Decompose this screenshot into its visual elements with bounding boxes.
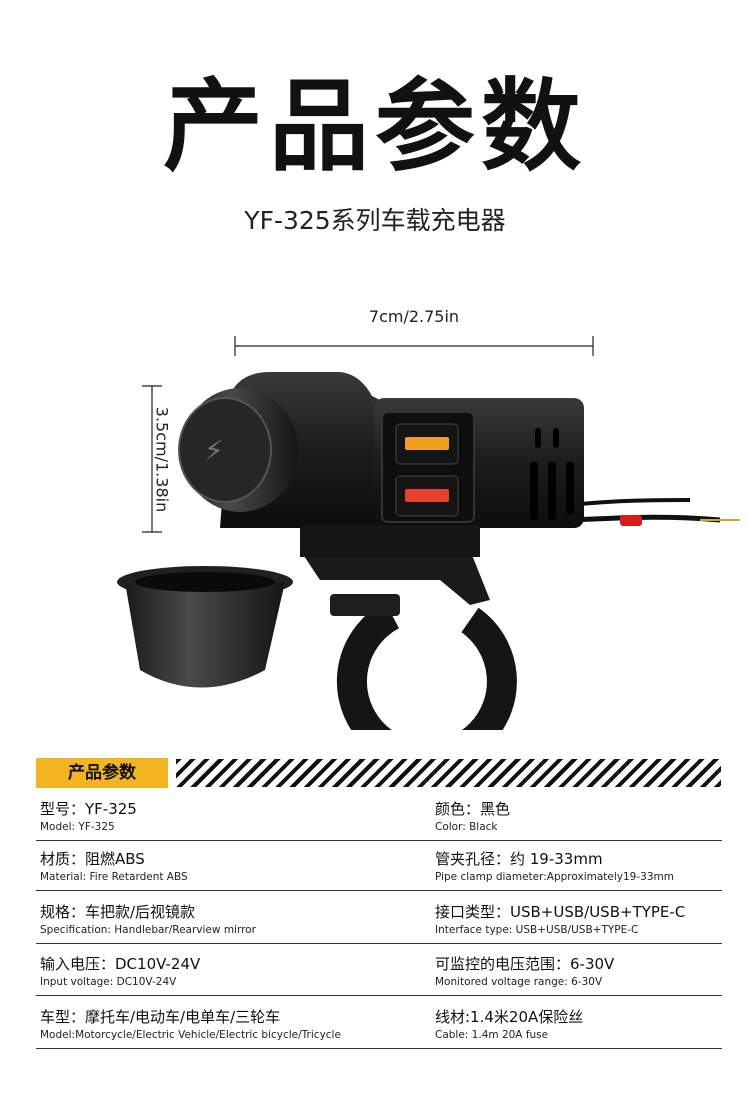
width-dimension-line xyxy=(234,336,594,356)
spec-cell: 颜色：黑色 Color: Black xyxy=(435,796,750,840)
spec-label-cn: 接口类型：USB+USB/USB+TYPE-C xyxy=(435,903,686,921)
spec-label-en: Material: Fire Retardent ABS xyxy=(40,871,188,883)
spec-label-cn: 材质：阻燃ABS xyxy=(40,850,145,868)
spec-section-title: 产品参数 xyxy=(36,758,168,788)
spec-label-cn: 型号：YF-325 xyxy=(40,800,137,818)
spec-label-cn: 输入电压：DC10V-24V xyxy=(40,955,201,973)
handlebar-clamp xyxy=(300,550,517,730)
spec-label-cn: 车型：摩托车/电动车/电单车/三轮车 xyxy=(40,1008,281,1026)
spec-cell: 接口类型：USB+USB/USB+TYPE-C Interface type: … xyxy=(435,899,750,943)
socket-cap: ⚡ xyxy=(178,388,298,512)
spec-cell: 车型：摩托车/电动车/电单车/三轮车 Model:Motorcycle/Elec… xyxy=(40,1004,370,1048)
spec-label-en: Cable: 1.4m 20A fuse xyxy=(435,1029,549,1041)
page-title: 产品参数 xyxy=(163,68,587,185)
spec-label-en: Monitored voltage range: 6-30V xyxy=(435,976,603,988)
spec-row: 输入电压：DC10V-24V Input voltage: DC10V-24V … xyxy=(36,951,722,996)
spec-cell: 可监控的电压范围：6-30V Monitored voltage range: … xyxy=(435,951,750,995)
page-subtitle: YF-325系列车载充电器 xyxy=(244,206,506,235)
spec-cell: 输入电压：DC10V-24V Input voltage: DC10V-24V xyxy=(40,951,370,995)
spec-label-en: Model:Motorcycle/Electric Vehicle/Electr… xyxy=(40,1029,341,1041)
spec-cell: 材质：阻燃ABS Material: Fire Retardent ABS xyxy=(40,846,370,890)
usb-port-panel xyxy=(381,411,475,523)
spec-label-cn: 规格：车把款/后视镜款 xyxy=(40,903,196,921)
spec-row: 材质：阻燃ABS Material: Fire Retardent ABS 管夹… xyxy=(36,846,722,891)
svg-text:⚡: ⚡ xyxy=(204,434,224,467)
spec-row: 型号：YF-325 Model: YF-325 颜色：黑色 Color: Bla… xyxy=(36,796,722,841)
spec-cell: 规格：车把款/后视镜款 Specification: Handlebar/Rea… xyxy=(40,899,370,943)
spec-row: 规格：车把款/后视镜款 Specification: Handlebar/Rea… xyxy=(36,899,722,944)
height-dimension-line xyxy=(142,385,162,533)
spec-label-cn: 线材:1.4米20A保险丝 xyxy=(435,1008,584,1026)
width-dimension-label: 7cm/2.75in xyxy=(368,307,460,326)
spec-cell: 线材:1.4米20A保险丝 Cable: 1.4m 20A fuse xyxy=(435,1004,750,1048)
spec-row: 车型：摩托车/电动车/电单车/三轮车 Model:Motorcycle/Elec… xyxy=(36,1004,722,1049)
product-illustration: ⚡ xyxy=(117,336,740,730)
spec-cell: 型号：YF-325 Model: YF-325 xyxy=(40,796,370,840)
spec-label-en: Model: YF-325 xyxy=(40,821,115,833)
spec-label-cn: 可监控的电压范围：6-30V xyxy=(435,955,615,973)
rubber-boot-cap xyxy=(117,566,293,688)
spec-section-header: 产品参数 xyxy=(36,758,724,788)
spec-label-cn: 管夹孔径：约 19-33mm xyxy=(435,850,603,868)
spec-label-cn: 颜色：黑色 xyxy=(435,800,511,818)
spec-cell: 管夹孔径：约 19-33mm Pipe clamp diameter:Appro… xyxy=(435,846,750,890)
spec-label-en: Interface type: USB+USB/USB+TYPE-C xyxy=(435,924,639,936)
spec-label-en: Input voltage: DC10V-24V xyxy=(40,976,177,988)
spec-label-en: Color: Black xyxy=(435,821,498,833)
decorative-stripes xyxy=(176,759,721,787)
spec-label-en: Specification: Handlebar/Rearview mirror xyxy=(40,924,256,936)
spec-label-en: Pipe clamp diameter:Approximately19-33mm xyxy=(435,871,674,883)
cable-wires xyxy=(569,498,740,526)
